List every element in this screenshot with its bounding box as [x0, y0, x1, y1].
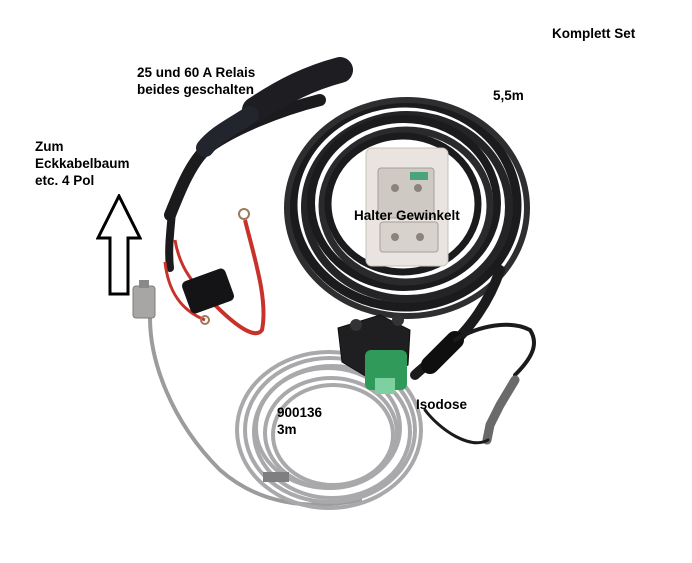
label-halter: Halter Gewinkelt: [354, 207, 460, 224]
label-isodose: Isodose: [416, 396, 467, 413]
cable-marker: [263, 472, 289, 482]
komplett-set-text: Komplett Set: [552, 26, 636, 41]
relais-line-1: 25 und 60 A Relais: [137, 65, 256, 80]
label-part: 900136 3m: [277, 404, 322, 438]
label-zum-eckkabelbaum: Zum Eckkabelbaum etc. 4 Pol: [35, 138, 130, 189]
part-number-text: 900136: [277, 405, 323, 420]
relay-cable: [164, 57, 353, 272]
grey-cable-coil: [235, 350, 423, 510]
label-relais: 25 und 60 A Relais beides geschalten: [137, 64, 255, 98]
halter-text: Halter Gewinkelt: [354, 208, 460, 223]
isodose-cable: [410, 265, 536, 445]
black-cable-coil: [284, 97, 530, 319]
label-komplett-set: Komplett Set: [552, 25, 635, 42]
label-length-main: 5,5m: [493, 87, 524, 104]
zum-line-3: etc. 4 Pol: [35, 173, 95, 188]
halter-bag: [365, 147, 449, 267]
relais-line-2: beides geschalten: [137, 82, 255, 97]
fuse-holder: [163, 208, 266, 336]
up-arrow-icon: [96, 194, 142, 296]
zum-line-1: Zum: [35, 139, 64, 154]
isodose-socket: [337, 314, 411, 394]
isodose-text: Isodose: [416, 397, 468, 412]
length-main-text: 5,5m: [493, 88, 524, 103]
grey-connector-cable: [132, 280, 362, 507]
zum-line-2: Eckkabelbaum: [35, 156, 130, 171]
part-length-text: 3m: [277, 422, 297, 437]
